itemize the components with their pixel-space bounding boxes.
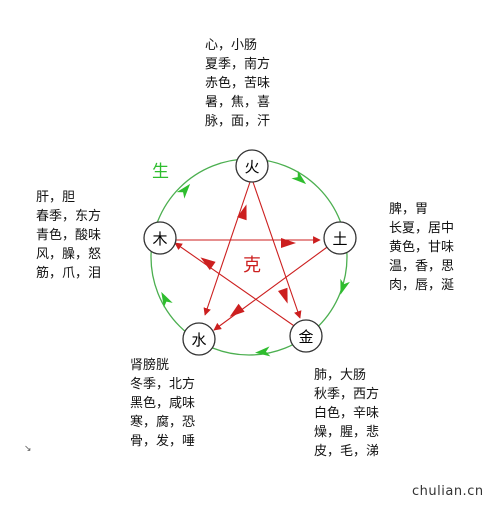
node-metal: 金 (289, 319, 323, 353)
node-earth: 土 (323, 221, 357, 255)
controlling-label: 克 (243, 255, 261, 276)
wood-line: 风，臊，怒 (36, 247, 102, 262)
control-arrow-water-fire (237, 204, 247, 221)
earth-line: 脾，胃 (389, 202, 429, 217)
water-line: 寒，腐，恐 (130, 415, 196, 430)
water-line: 骨，发，唾 (130, 434, 196, 449)
water-attributes: 肾膀胱 冬季，北方 黑色，咸味 寒，腐，恐 骨，发，唾 (130, 356, 195, 451)
wood-line: 筋，爪，泪 (36, 266, 102, 281)
control-arrow-earth-water-mid (229, 303, 245, 317)
earth-line: 黄色，甘味 (389, 240, 455, 255)
controlling-inner-arrows (200, 204, 296, 317)
metal-attributes: 肺，大肠 秋季，西方 白色，辛味 燥，腥，悲 皮，毛，涕 (314, 366, 379, 461)
earth-line: 温，香，思 (389, 259, 455, 274)
wood-line: 肝，胆 (36, 190, 76, 205)
metal-line: 白色，辛味 (314, 406, 380, 421)
corner-mark: ↘ (24, 444, 32, 454)
metal-line: 肺，大肠 (314, 368, 367, 383)
node-water-label: 水 (191, 331, 206, 349)
fire-line: 心，小肠 (205, 38, 258, 53)
control-line-fire-metal (252, 181, 302, 319)
fire-line: 夏季，南方 (205, 57, 271, 72)
generating-arrow-wood-fire (176, 183, 191, 199)
control-arrow-fire-metal-mid (277, 287, 288, 304)
fire-line: 脉，面，汗 (205, 114, 271, 129)
control-line-metal-wood (174, 242, 301, 331)
water-line: 肾膀胱 (130, 358, 170, 373)
node-wood: 木 (143, 221, 177, 255)
water-line: 黑色，咸味 (130, 396, 196, 411)
controlling-star (174, 181, 331, 331)
generating-arrow-fire-earth (291, 170, 307, 185)
control-arrow-wood-earth-mid (281, 238, 296, 248)
fire-attributes: 心，小肠 夏季，南方 赤色，苦味 暑，焦，喜 脉，面，汗 (205, 36, 270, 131)
node-earth-label: 土 (332, 230, 347, 248)
control-line-fire-water-base (203, 181, 251, 316)
watermark: chulian.cn (412, 484, 484, 499)
earth-attributes: 脾，胃 长夏，居中 黄色，甘味 温，香，思 肉，唇，涎 (389, 200, 454, 295)
generating-arrow-metal-water (255, 346, 271, 357)
node-metal-label: 金 (298, 328, 313, 346)
wood-line: 春季，东方 (36, 209, 102, 224)
generating-arrow-water-wood (161, 291, 173, 308)
metal-line: 皮，毛，涕 (314, 444, 380, 459)
control-line-earth-water (213, 244, 331, 331)
control-arrow-metal-wood-mid (200, 257, 216, 271)
fire-line: 赤色，苦味 (205, 76, 271, 91)
node-fire: 火 (235, 149, 269, 183)
water-line: 冬季，北方 (130, 377, 196, 392)
metal-line: 燥，腥，悲 (314, 425, 380, 440)
earth-line: 肉，唇，涎 (389, 278, 455, 293)
generating-arrows (161, 170, 350, 357)
node-water: 水 (182, 322, 216, 356)
earth-line: 长夏，居中 (389, 221, 455, 236)
wood-line: 青色，酸味 (36, 228, 102, 243)
generating-arrow-earth-metal (340, 278, 350, 295)
generating-label: 生 (152, 162, 169, 182)
wood-attributes: 肝，胆 春季，东方 青色，酸味 风，臊，怒 筋，爪，泪 (36, 188, 101, 283)
node-fire-label: 火 (244, 158, 259, 176)
node-wood-label: 木 (152, 230, 167, 248)
metal-line: 秋季，西方 (314, 387, 380, 402)
fire-line: 暑，焦，喜 (205, 95, 271, 110)
